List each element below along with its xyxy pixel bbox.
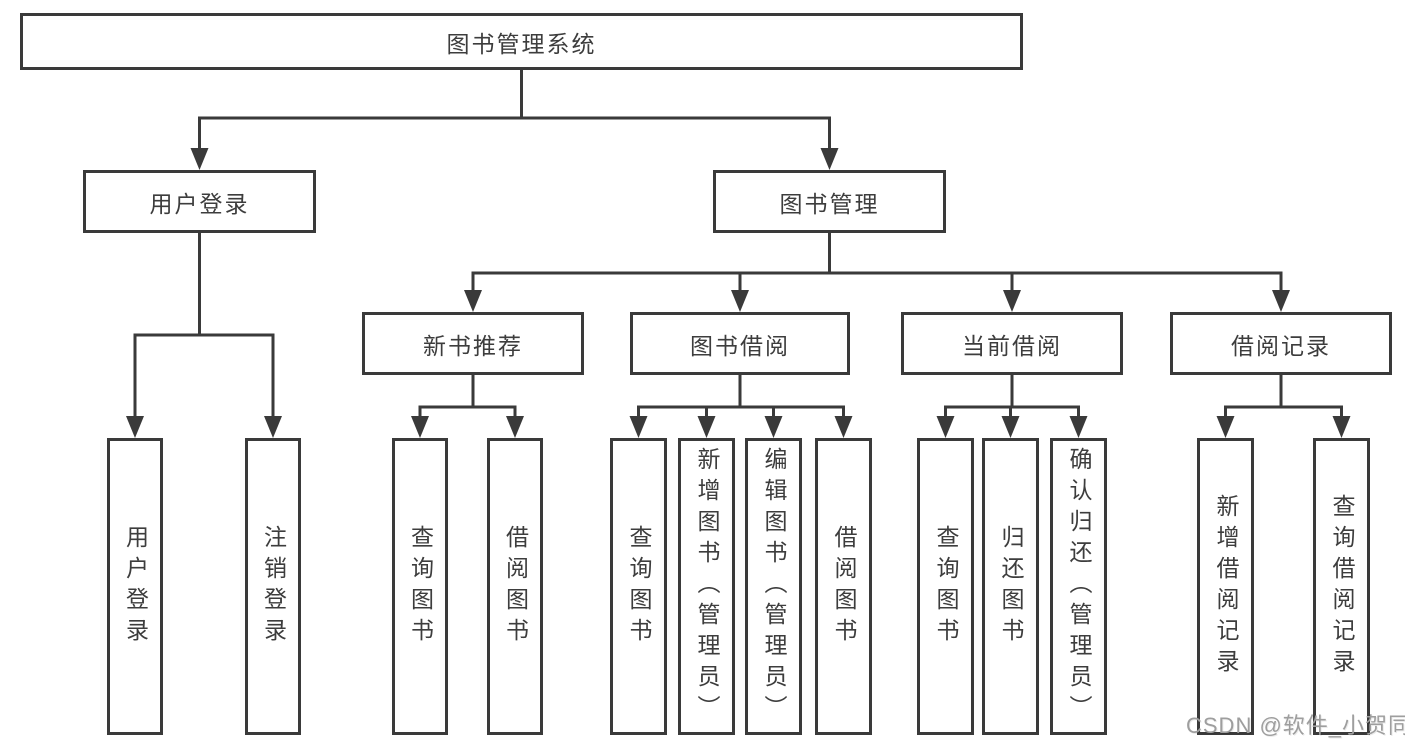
node-leaf-query-book-1: 查询图书 [392,438,448,735]
node-leaf-query-borrow-record-label: 查询借阅记录 [1329,493,1355,680]
node-book-management-label: 图书管理 [779,190,880,217]
node-leaf-add-borrow-record: 新增借阅记录 [1197,438,1254,735]
edge-level1-bracket [198,116,831,150]
node-leaf-return-book-label: 归还图书 [998,524,1024,649]
node-leaf-confirm-return-admin: 确认归还（管理员） [1050,438,1107,735]
node-new-book-recommend-label: 新书推荐 [423,332,523,359]
arrow-icon [820,148,839,170]
node-leaf-borrow-book-1: 借阅图书 [487,438,543,735]
arrow-icon [1001,416,1020,438]
arrow-icon [629,416,648,438]
arrow-icon [1272,290,1290,312]
arrow-icon [411,416,429,438]
node-leaf-logout: 注销登录 [245,438,301,735]
node-leaf-user-login: 用户登录 [107,438,163,735]
node-leaf-add-book-admin-label: 新增图书（管理员） [694,447,720,726]
node-leaf-query-book-2: 查询图书 [610,438,667,735]
node-leaf-add-borrow-record-label: 新增借阅记录 [1213,493,1239,680]
node-current-borrow: 当前借阅 [901,312,1123,375]
arrow-icon [731,290,749,312]
node-leaf-query-borrow-record: 查询借阅记录 [1313,438,1370,735]
edge-new-book-bracket [418,405,517,418]
node-user-login-label: 用户登录 [149,190,250,217]
node-leaf-query-book-2-label: 查询图书 [626,524,652,649]
arrow-icon [464,290,482,312]
node-leaf-query-book-3-label: 查询图书 [933,524,959,649]
node-book-management: 图书管理 [713,170,946,233]
node-leaf-add-book-admin: 新增图书（管理员） [678,438,735,735]
edge-current-borrow-bracket [944,405,1080,418]
arrow-icon [264,416,282,438]
edge-user-login-bracket [133,333,275,418]
arrow-icon [1332,416,1351,438]
node-leaf-edit-book-admin-label: 编辑图书（管理员） [761,447,787,726]
arrow-icon [1216,416,1235,438]
node-book-borrow: 图书借阅 [630,312,850,375]
arrow-icon [697,416,716,438]
node-root: 图书管理系统 [20,13,1023,70]
edge-level2-bracket [471,271,1283,292]
arrow-icon [764,416,783,438]
node-leaf-edit-book-admin: 编辑图书（管理员） [745,438,802,735]
node-new-book-recommend: 新书推荐 [362,312,584,375]
arrow-icon [1069,416,1088,438]
node-leaf-borrow-book-1-label: 借阅图书 [502,524,529,649]
node-leaf-borrow-book-2: 借阅图书 [815,438,872,735]
arrow-icon [834,416,853,438]
arrow-icon [936,416,955,438]
node-borrow-records: 借阅记录 [1170,312,1392,375]
node-leaf-query-book-1-label: 查询图书 [407,524,434,649]
node-leaf-return-book: 归还图书 [982,438,1039,735]
edge-borrow-records-bracket [1224,405,1343,418]
node-current-borrow-label: 当前借阅 [962,332,1062,359]
node-leaf-user-login-label: 用户登录 [122,524,149,649]
arrow-icon [190,148,209,170]
node-leaf-confirm-return-admin-label: 确认归还（管理员） [1066,447,1092,726]
node-root-label: 图书管理系统 [446,30,597,57]
node-borrow-records-label: 借阅记录 [1231,332,1331,359]
arrow-icon [1003,290,1021,312]
node-book-borrow-label: 图书借阅 [690,332,790,359]
watermark: CSDN @软件_小贺同学 [1186,713,1405,738]
node-leaf-logout-label: 注销登录 [260,524,287,649]
node-leaf-query-book-3: 查询图书 [917,438,974,735]
node-leaf-borrow-book-2-label: 借阅图书 [831,524,857,649]
arrow-icon [506,416,524,438]
edge-book-borrow-bracket [637,405,845,418]
node-user-login: 用户登录 [83,170,316,233]
arrow-icon [126,416,144,438]
